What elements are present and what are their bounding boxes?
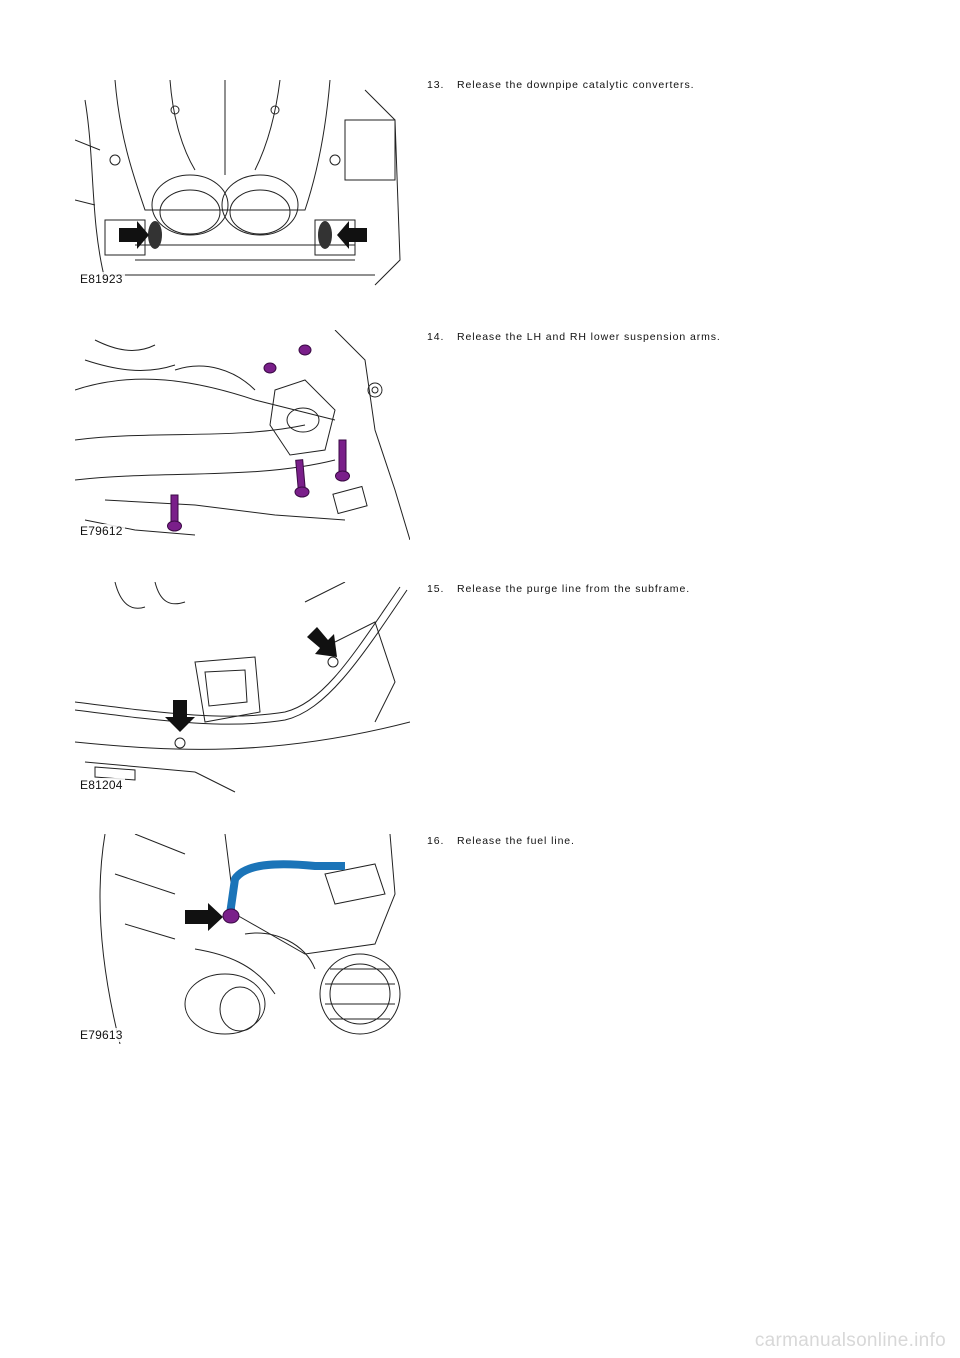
step-number: 14. xyxy=(427,331,445,343)
step-13: 13. Release the downpipe catalytic conver… xyxy=(427,79,694,91)
figure-id-label: E79613 xyxy=(78,1028,125,1042)
watermark: carmanualsonline.info xyxy=(754,1330,946,1351)
figure-fuel-line: E79613 xyxy=(75,834,410,1044)
figure-id-label: E79612 xyxy=(78,524,125,538)
step-number: 13. xyxy=(427,79,445,91)
suspension-arms-illustration xyxy=(75,330,410,540)
figure-purge-line: E81204 xyxy=(75,582,410,794)
purge-line-illustration xyxy=(75,582,410,793)
step-number: 16. xyxy=(427,835,445,847)
fuel-line-illustration xyxy=(99,834,401,1044)
step-15: 15. Release the purge line from the subfr… xyxy=(427,583,690,595)
step-text: Release the LH and RH lower suspension a… xyxy=(457,331,721,343)
figure-lower-suspension-arms: E79612 xyxy=(75,330,410,540)
figure-catalytic-converters: E81923 xyxy=(75,80,410,288)
step-number: 15. xyxy=(427,583,445,595)
step-text: Release the fuel line. xyxy=(457,835,575,847)
figure-id-label: E81923 xyxy=(78,272,125,286)
step-text: Release the purge line from the subframe… xyxy=(457,583,691,595)
figure-id-label: E81204 xyxy=(78,778,125,792)
step-text: Release the downpipe catalytic converter… xyxy=(457,79,695,91)
catalytic-converters-illustration xyxy=(75,80,401,286)
step-14: 14. Release the LH and RH lower suspensio… xyxy=(427,331,721,343)
step-16: 16. Release the fuel line. xyxy=(427,835,575,847)
